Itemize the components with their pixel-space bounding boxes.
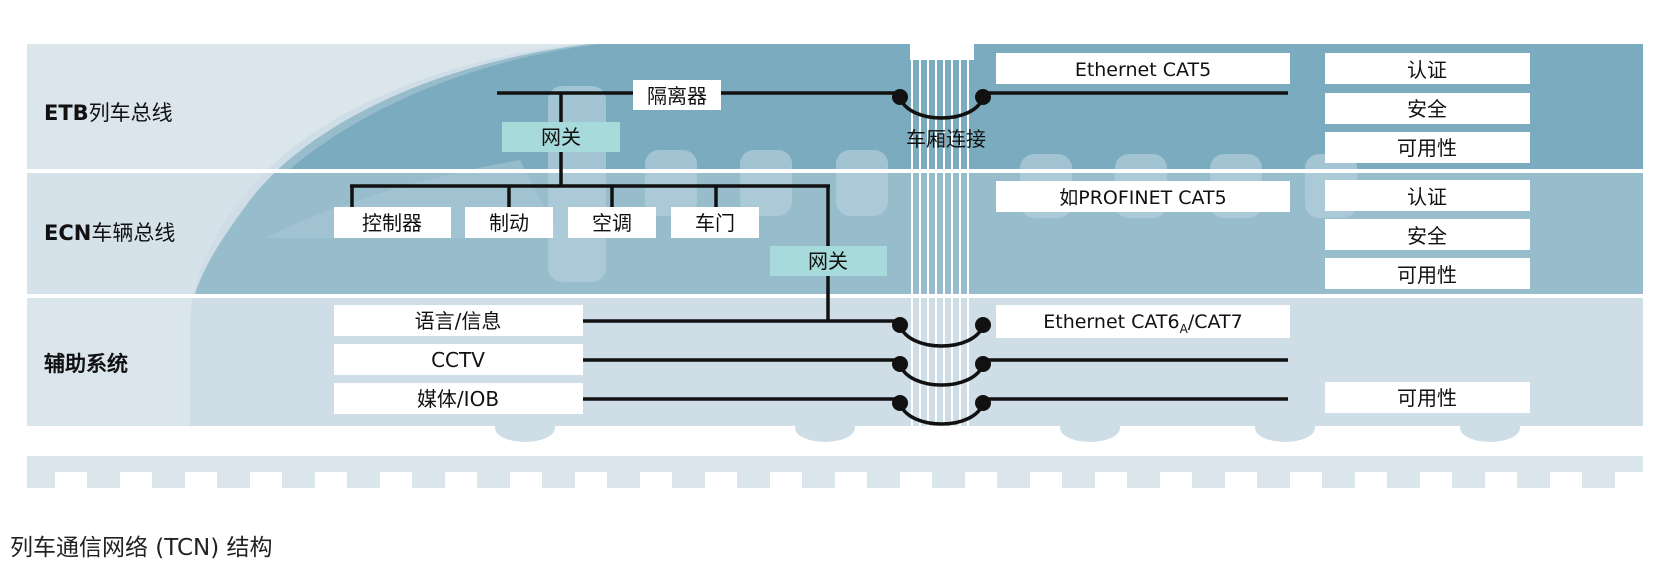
aux-voice-box (334, 305, 583, 336)
ecn-gateway-label: 网关 (808, 249, 848, 273)
aux-media-label: 媒体/IOB (417, 387, 499, 411)
track-sleeper (315, 472, 347, 488)
track-sleeper (1355, 472, 1387, 488)
aux-voice-label: 语言/信息 (415, 309, 502, 333)
track-sleeper (1030, 472, 1062, 488)
track-sleeper (380, 472, 412, 488)
ecn-cable-label: 如PROFINET CAT5 (1059, 187, 1227, 209)
aux-network (583, 319, 1288, 426)
aux-cable-label: Ethernet CAT6A/CAT7 (1043, 311, 1242, 336)
track-sleeper (575, 472, 607, 488)
ecn-attr-auth: 认证 (1407, 185, 1447, 209)
track-sleeper (1550, 472, 1582, 488)
device-door-label: 车门 (695, 211, 735, 235)
row-label-ecn: ECN车辆总线 (44, 221, 175, 245)
track-sleeper (1160, 472, 1192, 488)
train-wheels (495, 414, 1520, 442)
ecn-attr-availability: 可用性 (1397, 263, 1457, 287)
track-sleeper (640, 472, 672, 488)
aux-attr-box (1325, 382, 1530, 413)
etb-attr-security: 安全 (1407, 97, 1447, 121)
track-sleeper (55, 472, 87, 488)
track-sleeper (1225, 472, 1257, 488)
etb-cable-box (996, 53, 1290, 84)
isolator-label: 隔离器 (647, 84, 707, 108)
ecn-attr-security: 安全 (1407, 224, 1447, 248)
track-sleeper (1420, 472, 1452, 488)
track-sleeper (1615, 472, 1647, 488)
figure-caption: 列车通信网络 (TCN) 结构 (10, 535, 273, 561)
ecn-gateway-box (770, 246, 887, 276)
track-sleeper (835, 472, 867, 488)
coupling-bellows (911, 58, 969, 426)
device-brake-label: 制动 (489, 211, 529, 235)
etb-attr-auth: 认证 (1407, 58, 1447, 82)
device-controller-box (334, 207, 451, 238)
device-controller-label: 控制器 (362, 211, 422, 235)
aux-cctv-box (334, 344, 583, 375)
track-sleeper (185, 472, 217, 488)
track-sleeper (705, 472, 737, 488)
train-body-etb (290, 44, 1643, 169)
etb-gateway-label: 网关 (541, 125, 581, 149)
track-sleeper (510, 472, 542, 488)
ecn-network (350, 184, 830, 321)
device-ac-label: 空调 (592, 211, 632, 235)
track-sleepers (55, 472, 1647, 488)
aux-cctv-label: CCTV (431, 348, 485, 372)
band-divider-1 (27, 169, 1643, 173)
aux-cable-box (996, 305, 1290, 338)
track-sleeper (445, 472, 477, 488)
track-sleeper (900, 472, 932, 488)
aux-connectors (892, 317, 991, 411)
aux-systems: 语言/信息 CCTV 媒体/IOB (334, 305, 583, 414)
etb-connector-left (892, 89, 908, 105)
track-sleeper (770, 472, 802, 488)
coupling-label: 车厢连接 (906, 127, 986, 151)
isolator-box (633, 80, 721, 110)
track-sleeper (250, 472, 282, 488)
ecn-devices: 控制器 制动 空调 车门 (334, 207, 759, 238)
device-brake-box (465, 207, 553, 238)
band-divider-2 (27, 294, 1643, 298)
row-label-aux: 辅助系统 (44, 352, 128, 376)
ecn-attributes: 认证 安全 可用性 (1325, 180, 1530, 289)
aux-media-box (334, 383, 583, 414)
track-sleeper (965, 472, 997, 488)
etb-gateway-box (502, 122, 620, 152)
etb-cable-label: Ethernet CAT5 (1075, 59, 1211, 81)
etb-attr-availability: 可用性 (1397, 136, 1457, 160)
ecn-cable-box (996, 181, 1290, 212)
device-ac-box (568, 207, 656, 238)
coupling-gap (910, 44, 974, 60)
track-sleeper (1290, 472, 1322, 488)
device-door-box (671, 207, 759, 238)
track-sleeper (1485, 472, 1517, 488)
row-label-etb: ETB列车总线 (44, 101, 173, 125)
etb-connector-right (975, 89, 991, 105)
track-sleeper (1095, 472, 1127, 488)
etb-attributes: 认证 安全 可用性 (1325, 53, 1530, 163)
track-sleeper (120, 472, 152, 488)
aux-attr-availability: 可用性 (1397, 386, 1457, 410)
